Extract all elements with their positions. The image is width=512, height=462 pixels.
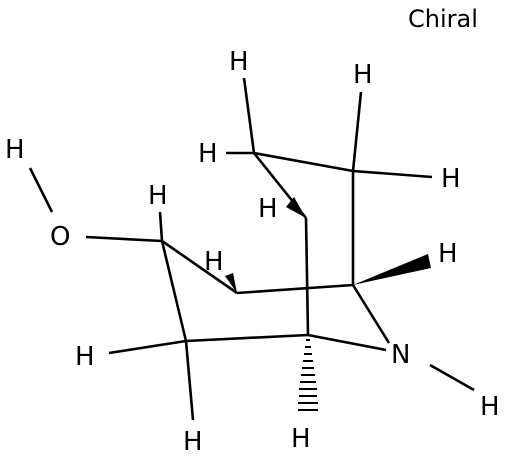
wedge-bond-bridgehead-h xyxy=(353,254,431,285)
atom-o-hydroxyl: O xyxy=(50,222,70,252)
atom-h-hydroxyl: H xyxy=(5,135,25,165)
bond-h-bottom-left xyxy=(184,340,195,421)
atom-n-amine: N xyxy=(391,340,410,370)
atom-h-bottom-left: H xyxy=(183,427,203,457)
bond-h-top-left xyxy=(242,77,256,154)
bond-h-hydroxyl xyxy=(28,167,54,213)
atom-h-inner-b: H xyxy=(204,247,224,277)
bond-c1-n xyxy=(351,284,391,344)
bond-h-carbinol xyxy=(158,211,164,242)
atom-h-top-right: H xyxy=(353,60,373,90)
atom-h-amine: H xyxy=(480,392,500,422)
atom-h-bridgehead-right: H xyxy=(438,239,458,269)
bond-c5-carbinol xyxy=(161,239,238,295)
hashed-bond-bottom-h xyxy=(298,339,318,411)
bond-ch2-top-left-right xyxy=(253,151,354,173)
chiral-label: Chiral xyxy=(408,5,478,33)
atom-h-top-left: H xyxy=(229,47,249,77)
atom-h-left-lower: H xyxy=(75,342,95,372)
bond-h-top-right xyxy=(351,91,363,172)
bond-c6-bridgehead xyxy=(185,333,309,343)
wedge-bond-c5-h xyxy=(225,273,237,293)
atom-h-inner-a: H xyxy=(258,194,278,224)
wedge-bond-inner-h xyxy=(286,197,306,218)
atom-h-bottom-right: H xyxy=(291,424,311,454)
atom-h-left-ch2: H xyxy=(198,139,218,169)
bond-bridge-vertical xyxy=(304,217,310,336)
bond-h-right-ch2 xyxy=(352,169,433,179)
bond-c5-c1 xyxy=(236,283,354,295)
bond-h-left-lower xyxy=(108,339,187,355)
atom-h-right-ch2: H xyxy=(441,164,461,194)
bond-carbinol-c6 xyxy=(160,240,188,342)
bond-carbinol-o xyxy=(85,235,163,243)
bond-bridgehead-n xyxy=(307,333,387,352)
bond-h-amine xyxy=(429,363,475,392)
atom-h-carbinol: H xyxy=(148,181,168,211)
